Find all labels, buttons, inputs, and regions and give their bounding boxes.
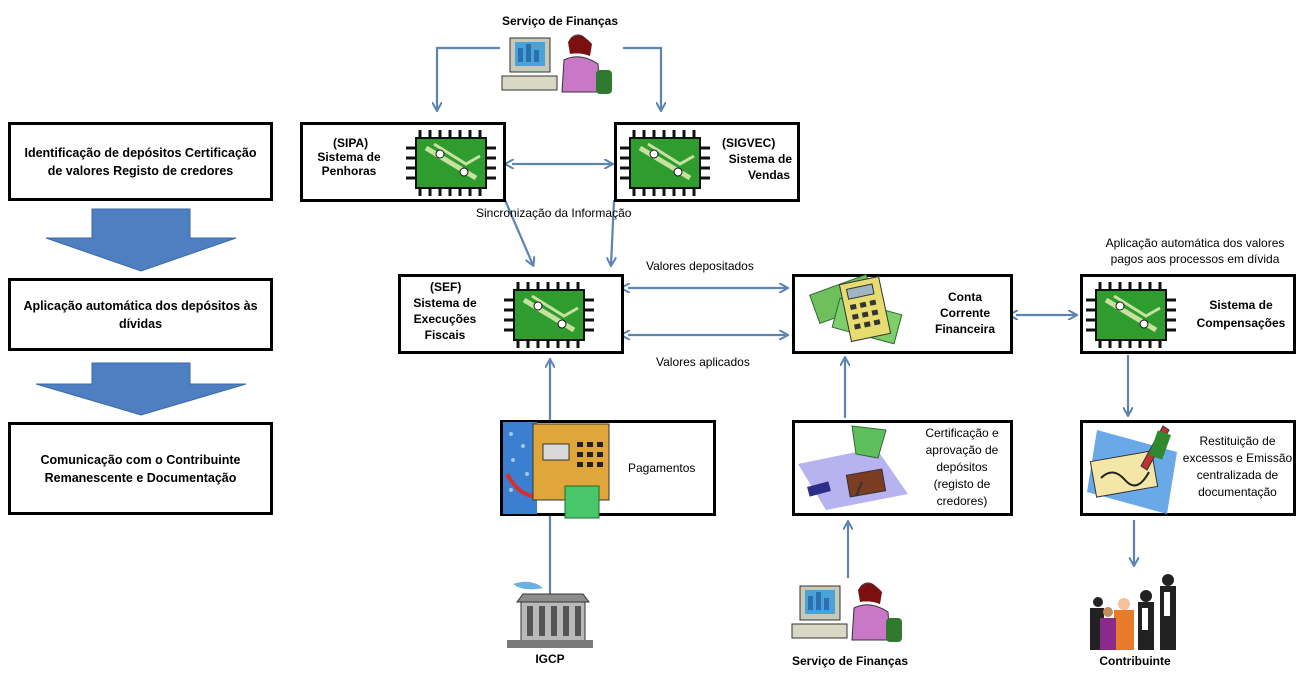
documents-icon [798,425,908,510]
chip-icon-sigvec [620,130,710,196]
compensacoes-line1: Sistema de [1209,298,1273,312]
person-at-computer-icon [501,34,612,94]
step-identification-text: Identificação de depósitos Certificação … [24,145,257,178]
deposited-label: Valores depositados [646,259,754,273]
cert-line4: (registo de [933,477,991,491]
compensacoes-line2: Compensações [1196,316,1286,330]
arrow-finance-to-sigvec [623,46,661,110]
step-identification-box: Identificação de depósitos Certificação … [8,122,273,201]
check-signing-icon [1087,425,1177,514]
compensacoes-caption-line2: pagos aos processos em dívida [1110,252,1280,266]
sigvec-line2: Vendas [747,168,790,182]
sipa-code: (SIPA) [333,136,369,150]
sef-code: (SEF) [430,280,462,294]
chip-icon-compensacoes [1086,282,1176,348]
sef-line2: Execuções [413,312,477,326]
restit-line3: centralizada de [1196,468,1279,482]
chip-icon-sipa [406,130,496,196]
contribuinte-label: Contribuinte [1099,654,1171,668]
conta-line1: Conta [948,290,982,304]
sync-label: Sincronização da Informação [476,206,632,220]
compensacoes-caption-line1: Aplicação automática dos valores [1105,236,1285,250]
cert-line1: Certificação e [925,426,999,440]
igcp-label: IGCP [535,652,565,666]
cert-line3: depósitos [936,460,988,474]
step-communication-box: Comunicação com o Contribuinte Remanesce… [8,422,273,515]
restit-line1: Restituição de [1199,434,1276,448]
restit-line4: documentação [1198,485,1277,499]
sipa-line2: Penhoras [321,164,377,178]
chip-icon-sef [504,282,594,348]
money-calculator-icon [809,274,903,345]
sigvec-line1: Sistema de [728,152,792,166]
sef-line1: Sistema de [413,296,477,310]
applied-label: Valores aplicados [656,355,750,369]
bank-building-icon [507,581,593,648]
top-actor-label: Serviço de Finanças [501,14,619,28]
conta-line3: Financeira [934,322,996,336]
sigvec-code: (SIGVEC) [722,136,776,150]
sef-box [398,274,624,354]
pagamentos-label: Pagamentos [628,461,696,475]
sipa-line1: Sistema de [317,150,381,164]
step-application-text: Aplicação automática dos depósitos às dí… [23,298,258,331]
payment-terminal-icon [503,422,610,519]
step-application-box: Aplicação automática dos depósitos às dí… [8,278,273,351]
cert-line2: aprovação de [925,443,999,457]
cert-line5: credores) [936,494,988,508]
bottom-finance-label: Serviço de Finanças [791,654,909,668]
person-at-computer-icon-bottom [791,582,902,642]
sef-line3: Fiscais [424,328,466,342]
restit-line2: excessos e Emissão [1182,451,1293,465]
arrow-sipa-to-sef [503,199,533,265]
step-communication-text: Comunicação com o Contribuinte Remanesce… [40,452,241,485]
conta-line2: Corrente [939,306,990,320]
taxpayers-group-icon [1090,574,1176,650]
arrow-finance-to-sipa [437,46,500,110]
arrow-sigvec-to-sef [611,199,614,265]
